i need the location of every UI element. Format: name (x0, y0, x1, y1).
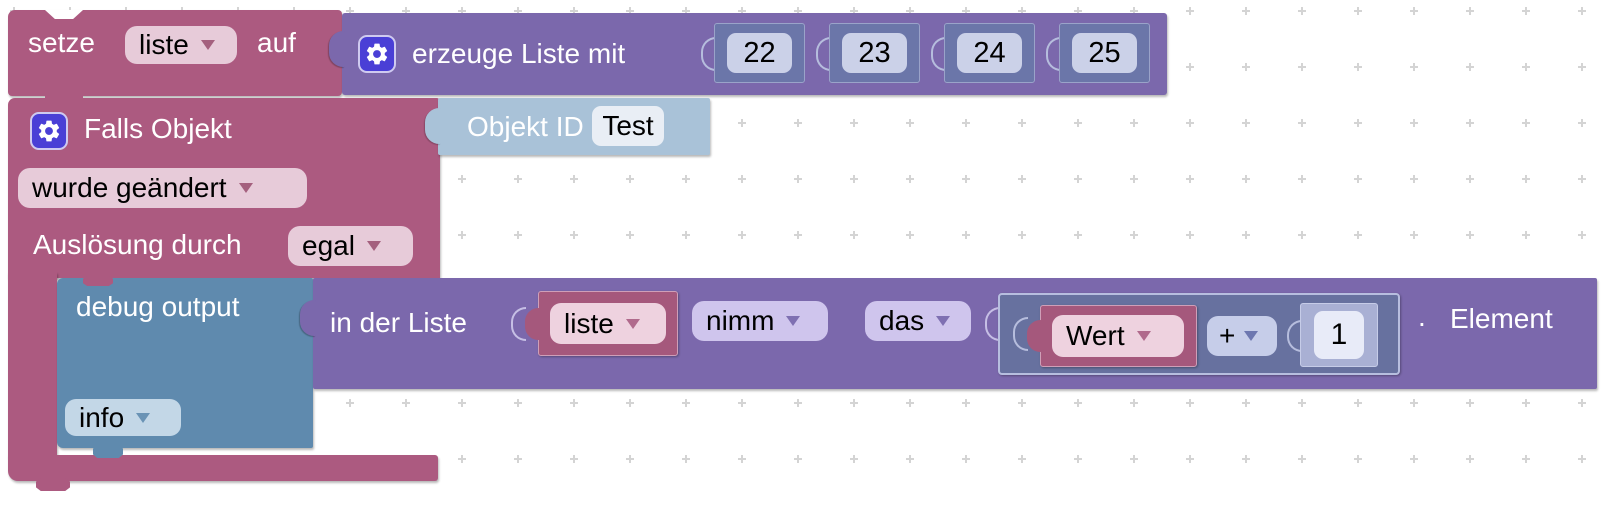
debug-next-connector (93, 445, 123, 458)
variable-wert-dropdown[interactable]: Wert (1052, 315, 1184, 357)
create-list-output-tab (329, 31, 345, 67)
dropdown-arrow-icon (786, 316, 801, 326)
arithmetic-operator-label: + (1219, 320, 1236, 351)
arithmetic-operand-input[interactable]: 1 (1314, 311, 1364, 359)
variable-dropdown-liste-label: liste (139, 29, 189, 60)
rule-trigger-label: Auslösung durch (33, 229, 242, 260)
dropdown-arrow-icon (200, 40, 215, 50)
debug-output-label: debug output (76, 291, 240, 322)
arithmetic-operator-dropdown[interactable]: + (1207, 316, 1277, 356)
rule-statement-spine (8, 272, 57, 457)
number-input-4[interactable]: 25 (1072, 33, 1137, 73)
dropdown-arrow-icon (1244, 331, 1259, 341)
dropdown-arrow-icon (625, 318, 640, 329)
rule-trigger-value: egal (302, 230, 355, 261)
rule-event-label: wurde geändert (32, 172, 227, 203)
list-get-index-mode-label: das (879, 305, 925, 336)
set-variable-next-connector (45, 92, 83, 102)
list-get-dot: . (1418, 301, 1426, 332)
number-input-1[interactable]: 22 (727, 33, 792, 73)
list-get-prefix: in der Liste (330, 307, 467, 338)
rule-bottom-bar (8, 455, 438, 481)
list-get-output-tab (300, 300, 316, 336)
create-list-mutator-gear-icon[interactable] (358, 35, 396, 73)
variable-dropdown-liste[interactable]: liste (125, 26, 237, 64)
dropdown-arrow-icon (366, 241, 381, 251)
rule-mutator-gear-icon[interactable] (30, 112, 68, 150)
number-input-2[interactable]: 23 (842, 33, 907, 73)
set-variable-keyword2: auf (257, 27, 296, 58)
debug-level-dropdown[interactable]: info (65, 399, 181, 436)
set-variable-top-notch (45, 10, 83, 19)
number-input-3[interactable]: 24 (957, 33, 1022, 73)
rule-next-connector (36, 478, 70, 491)
dropdown-arrow-icon (238, 183, 253, 193)
create-list-label: erzeuge Liste mit (412, 38, 626, 69)
list-get-operation-label: nimm (706, 305, 775, 336)
rule-title: Falls Objekt (84, 113, 232, 144)
variable-liste-label: liste (564, 307, 614, 339)
dropdown-arrow-icon (936, 316, 951, 326)
dropdown-arrow-icon (1136, 331, 1151, 341)
debug-previous-connector (83, 276, 113, 286)
list-get-operation-dropdown[interactable]: nimm (692, 301, 828, 341)
block-item-state[interactable] (438, 98, 710, 155)
item-name-input[interactable]: Test (592, 106, 664, 146)
rule-event-dropdown[interactable]: wurde geändert (18, 168, 307, 208)
variable-liste-output-tab (525, 308, 540, 340)
set-variable-keyword: setze (28, 27, 95, 58)
variable-wert-output-tab (1027, 320, 1042, 352)
item-state-label: Objekt ID (467, 111, 584, 142)
dropdown-arrow-icon (136, 412, 151, 423)
item-state-output-tab (425, 108, 441, 144)
list-get-suffix: Element (1450, 303, 1553, 334)
variable-wert-label: Wert (1066, 320, 1125, 351)
list-get-index-mode-dropdown[interactable]: das (865, 301, 971, 341)
rule-trigger-dropdown[interactable]: egal (288, 226, 413, 266)
debug-level-value: info (79, 401, 125, 433)
variable-liste-dropdown[interactable]: liste (550, 303, 666, 344)
